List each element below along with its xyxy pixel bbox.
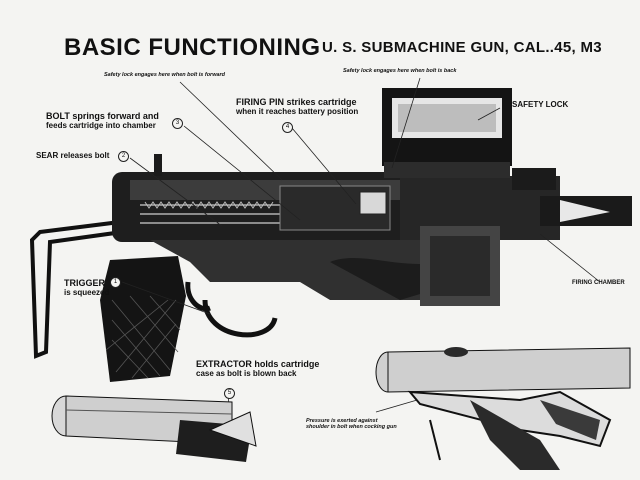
label-safety-lock-back: Safety lock engages here when bolt is ba… (343, 68, 457, 74)
label-firing-pin-line2: when it reaches battery position (236, 107, 359, 117)
label-bolt-line2: feeds cartridge into chamber (46, 121, 156, 131)
label-bolt-line1: BOLT springs forward and (46, 111, 159, 121)
label-pressure-line1: Pressure is exerted against (306, 418, 378, 424)
label-pressure-line2: shoulder in bolt when cocking gun (306, 424, 397, 431)
label-pressure: Pressure is exerted against shoulder in … (306, 418, 397, 431)
page-subtitle: U. S. SUBMACHINE GUN, CAL..45, M3 (322, 39, 602, 56)
label-extractor: EXTRACTOR holds cartridge case as bolt i… (196, 359, 319, 379)
callout-5: 5 (224, 388, 235, 399)
label-extractor-line2: case as bolt is blown back (196, 369, 297, 379)
cocking-detail (375, 347, 631, 470)
callout-1: 1 (110, 277, 121, 288)
label-extractor-line1: EXTRACTOR holds cartridge (196, 359, 320, 369)
callout-3: 3 (172, 118, 183, 129)
page-title: BASIC FUNCTIONING (64, 34, 321, 61)
pistol-grip (100, 256, 186, 382)
ejection-cover (382, 88, 512, 178)
label-trigger: TRIGGER is squeezed (64, 278, 109, 298)
label-firing-pin: FIRING PIN strikes cartridge when it rea… (236, 97, 358, 117)
label-firing-chamber: FIRING CHAMBER (572, 280, 625, 286)
label-safety-lock-forward: Safety lock engages here when bolt is fo… (104, 72, 226, 78)
label-sear: SEAR releases bolt (36, 151, 110, 160)
callout-2: 2 (118, 151, 129, 162)
label-bolt: BOLT springs forward and feeds cartridge… (46, 111, 159, 131)
label-firing-pin-line1: FIRING PIN strikes cartridge (236, 97, 357, 107)
trigger-housing (150, 240, 440, 300)
label-trigger-line1: TRIGGER (64, 278, 106, 288)
trigger-guard (202, 299, 278, 338)
callout-4: 4 (282, 122, 293, 133)
label-safety-lock: SAFETY LOCK (512, 100, 569, 109)
label-trigger-line2: is squeezed (64, 288, 110, 298)
bolt-detail (51, 395, 257, 462)
